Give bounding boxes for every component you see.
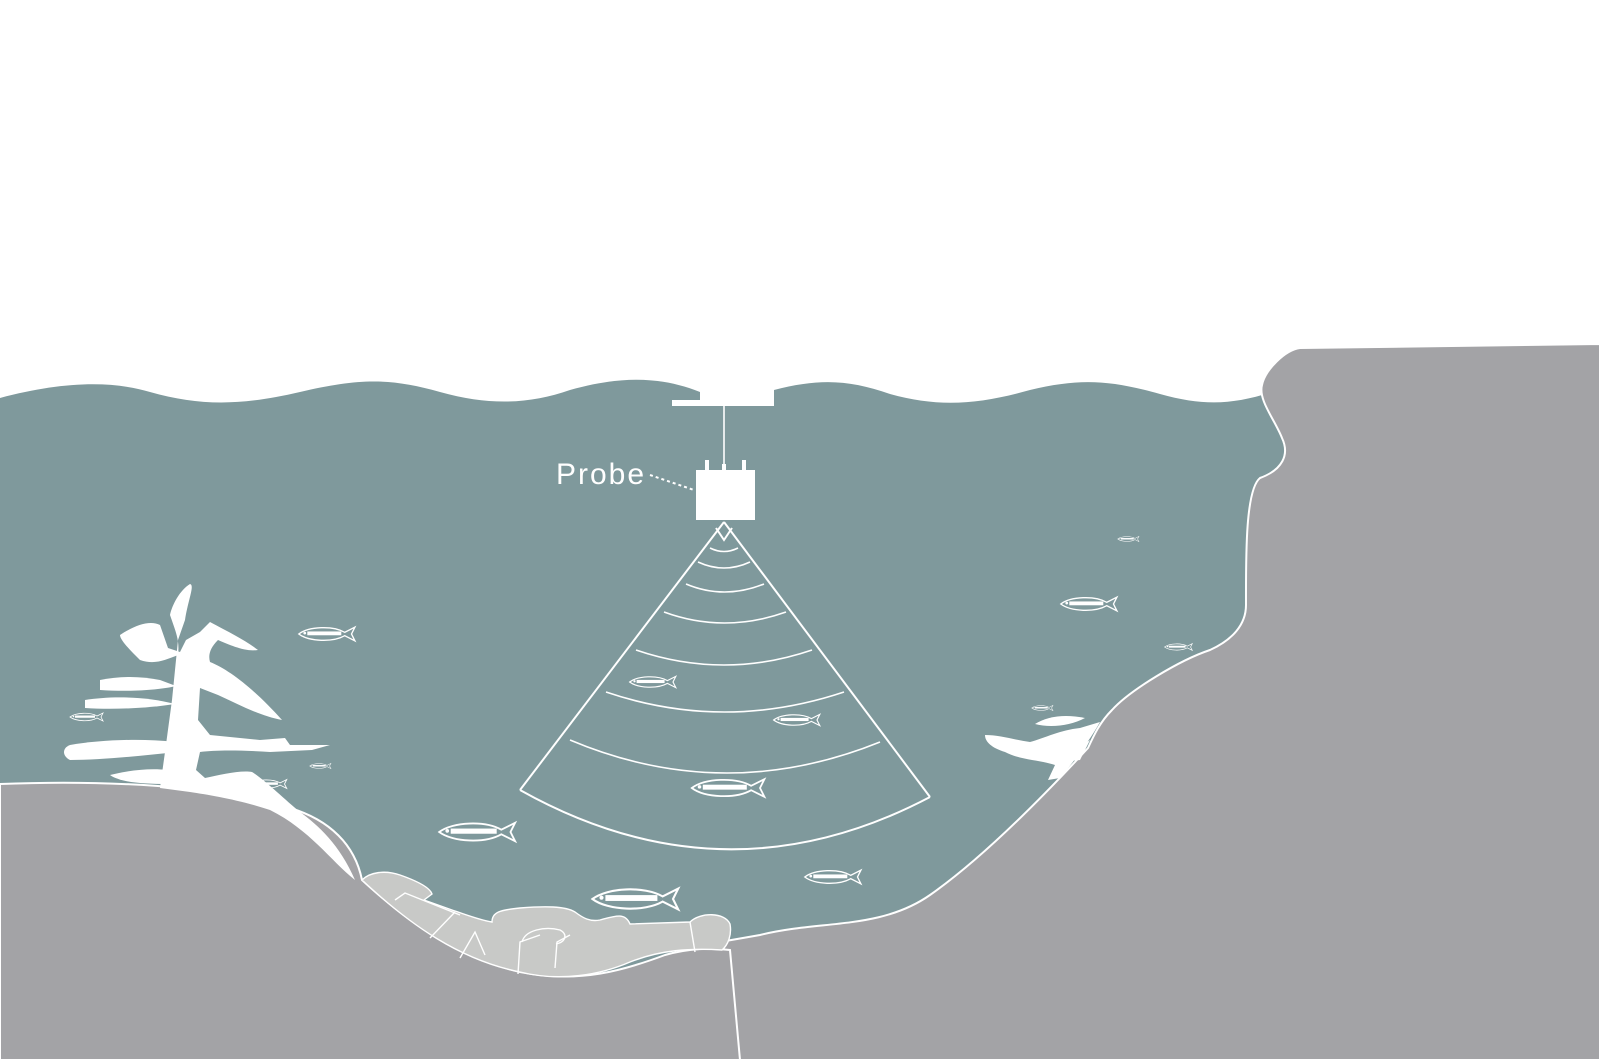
aquatic-plant-right: [985, 716, 1100, 780]
rock-crevices: [394, 892, 696, 975]
probe-icon: [649, 406, 755, 520]
sonar-waves: [569, 547, 881, 774]
right-cliff: [719, 342, 1600, 1060]
aquatic-plant-left: [64, 584, 355, 880]
sonar-beam: [519, 521, 931, 851]
bottom-rocks: [360, 871, 732, 978]
probe-label: Probe: [556, 458, 646, 491]
